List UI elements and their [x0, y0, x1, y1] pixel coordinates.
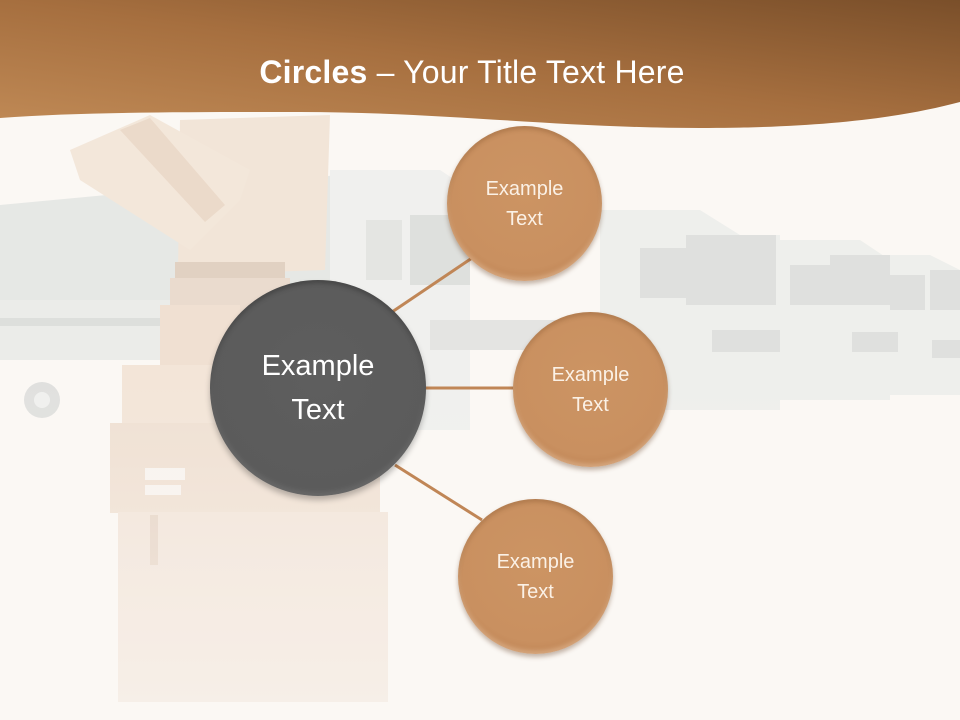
satellite-middle-line1: Example: [551, 363, 630, 386]
connector-bottom: [394, 463, 483, 522]
satellite-top-line2: Text: [506, 207, 543, 230]
satellite-top-text: Example Text: [486, 174, 564, 234]
central-line1: Example: [261, 350, 375, 382]
slide-title: Circles – Your Title Text Here: [0, 54, 944, 91]
satellite-circle-bottom[interactable]: Example Text: [458, 499, 613, 654]
central-circle[interactable]: Example Text: [210, 280, 426, 496]
satellite-circle-middle[interactable]: Example Text: [513, 312, 668, 467]
satellite-bottom-line1: Example: [496, 550, 575, 573]
central-line2: Text: [291, 394, 345, 426]
title-bold: Circles: [259, 54, 368, 90]
header-band: [0, 0, 960, 128]
title-rest: – Your Title Text Here: [367, 54, 685, 90]
central-circle-text: Example Text: [262, 344, 375, 432]
satellite-bottom-text: Example Text: [497, 547, 575, 607]
satellite-circle-top[interactable]: Example Text: [447, 126, 602, 281]
satellite-top-line1: Example: [485, 177, 564, 200]
satellite-bottom-line2: Text: [517, 580, 554, 603]
connector-top: [391, 256, 473, 314]
satellite-middle-text: Example Text: [552, 360, 630, 420]
satellite-middle-line2: Text: [572, 393, 609, 416]
